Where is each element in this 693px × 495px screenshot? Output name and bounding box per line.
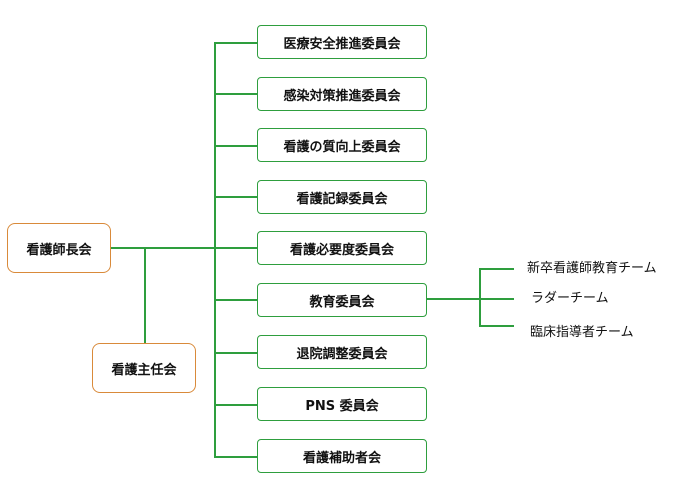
team-line-2 xyxy=(479,298,514,300)
committee-box-7: 退院調整委員会 xyxy=(257,335,427,369)
committee-label: 感染対策推進委員会 xyxy=(283,88,401,104)
committee-label: 看護の質向上委員会 xyxy=(283,139,401,155)
main-trunk-line xyxy=(214,42,216,457)
team-label-clinical-instructor: 臨床指導者チーム xyxy=(530,325,634,340)
committee-box-8: PNS 委員会 xyxy=(257,387,427,421)
committee-box-1: 医療安全推進委員会 xyxy=(257,25,427,59)
committee-box-3: 看護の質向上委員会 xyxy=(257,128,427,162)
branch-line-7 xyxy=(214,352,257,354)
committee-label: 教育委員会 xyxy=(309,294,375,310)
committee-label: 退院調整委員会 xyxy=(296,346,388,362)
committee-label: 医療安全推進委員会 xyxy=(283,36,401,52)
committee-label: 看護記録委員会 xyxy=(296,191,388,207)
education-to-teams-line xyxy=(426,298,480,300)
branch-line-3 xyxy=(214,145,257,147)
committee-box-2: 感染対策推進委員会 xyxy=(257,77,427,111)
head-nurse-council-label: 看護師長会 xyxy=(26,242,92,258)
head-nurse-council-box: 看護師長会 xyxy=(7,223,111,273)
head-to-sub-line xyxy=(144,247,146,343)
teams-trunk-line xyxy=(479,268,481,326)
branch-line-8 xyxy=(214,404,257,406)
chief-nurse-council-box: 看護主任会 xyxy=(92,343,196,393)
committee-box-9: 看護補助者会 xyxy=(257,439,427,473)
head-to-trunk-line xyxy=(111,247,215,249)
branch-line-6 xyxy=(214,299,257,301)
team-line-3 xyxy=(479,325,514,327)
branch-line-5 xyxy=(214,247,257,249)
committee-box-4: 看護記録委員会 xyxy=(257,180,427,214)
chief-nurse-council-label: 看護主任会 xyxy=(111,362,177,378)
committee-box-5: 看護必要度委員会 xyxy=(257,231,427,265)
branch-line-2 xyxy=(214,93,257,95)
branch-line-9 xyxy=(214,456,257,458)
team-label-ladder: ラダーチーム xyxy=(531,291,609,306)
committee-label: 看護必要度委員会 xyxy=(289,242,394,258)
team-label-new-graduate: 新卒看護師教育チーム xyxy=(527,261,657,276)
branch-line-1 xyxy=(214,42,257,44)
committee-box-6: 教育委員会 xyxy=(257,283,427,317)
committee-label: 看護補助者会 xyxy=(302,450,381,466)
team-line-1 xyxy=(479,268,514,270)
branch-line-4 xyxy=(214,196,257,198)
committee-label: PNS 委員会 xyxy=(305,398,379,414)
